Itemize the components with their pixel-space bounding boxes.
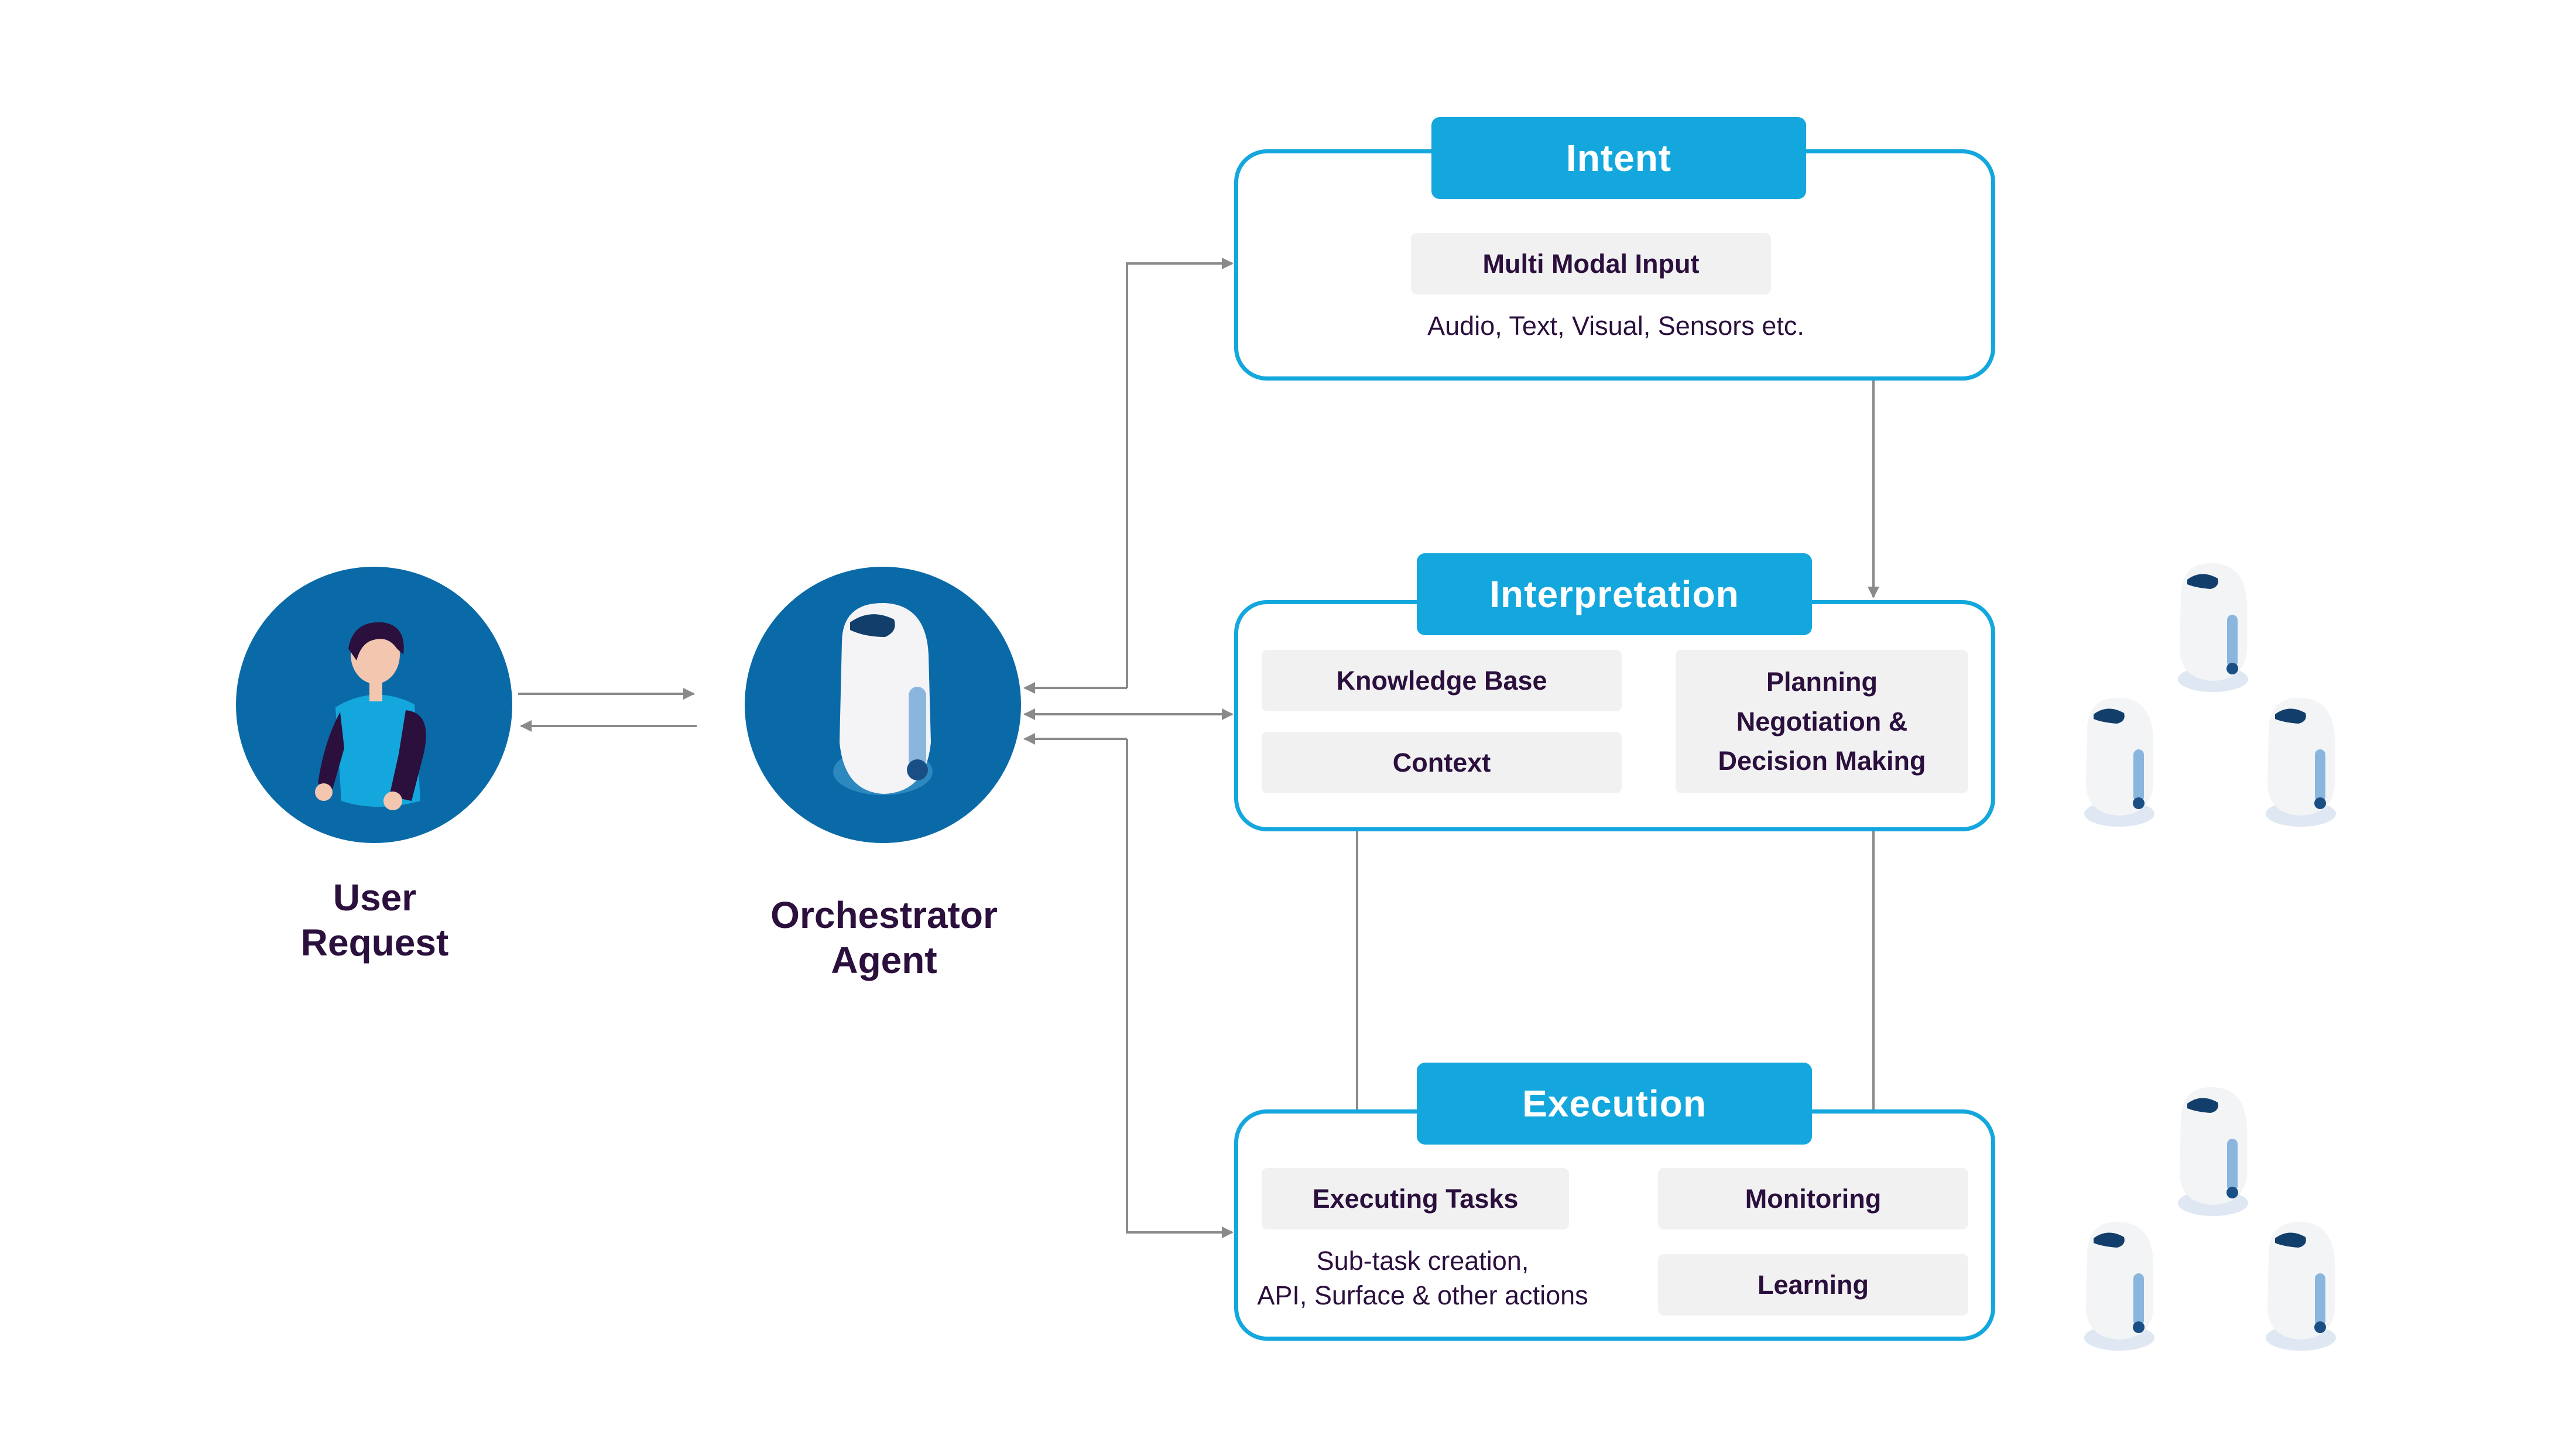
learning-chip: Learning <box>1658 1254 1968 1316</box>
robot-icon <box>2178 563 2248 692</box>
arrow-orchestrator-to-execution <box>1126 739 1234 1238</box>
user-label: User Request <box>300 876 449 964</box>
interpretation-title: Interpretation <box>1417 553 1812 635</box>
monitoring-chip: Monitoring <box>1658 1168 1968 1229</box>
sub-agents-cluster-execution <box>2084 1087 2336 1351</box>
robot-icon <box>2266 697 2336 827</box>
robot-icon <box>2084 1221 2154 1351</box>
knowledge-base-chip: Knowledge Base <box>1262 650 1622 711</box>
planning-chip: Planning Negotiation & Decision Making <box>1676 650 1968 793</box>
multi-modal-input-caption: Audio, Text, Visual, Sensors etc. <box>1427 311 1804 341</box>
orchestrator-label: Orchestrator Agent <box>770 894 998 981</box>
user-person-icon <box>236 567 512 843</box>
execution-title: Execution <box>1417 1063 1812 1145</box>
intent-title: Intent <box>1431 117 1806 199</box>
executing-tasks-caption: Sub-task creation, API, Surface & other … <box>1257 1246 1588 1310</box>
orchestrator-node <box>745 567 1021 843</box>
user-node <box>236 567 512 843</box>
arrow-orchestrator-to-intent <box>1126 258 1234 688</box>
robot-icon <box>2266 1221 2336 1351</box>
context-chip: Context <box>1262 732 1622 793</box>
multi-modal-input-chip: Multi Modal Input <box>1411 233 1771 294</box>
robot-icon <box>2084 697 2154 827</box>
executing-tasks-chip: Executing Tasks <box>1262 1168 1569 1229</box>
robot-icon <box>2178 1087 2248 1216</box>
sub-agents-cluster-interpretation <box>2084 563 2336 827</box>
orchestrator-robot-icon <box>745 567 1021 843</box>
